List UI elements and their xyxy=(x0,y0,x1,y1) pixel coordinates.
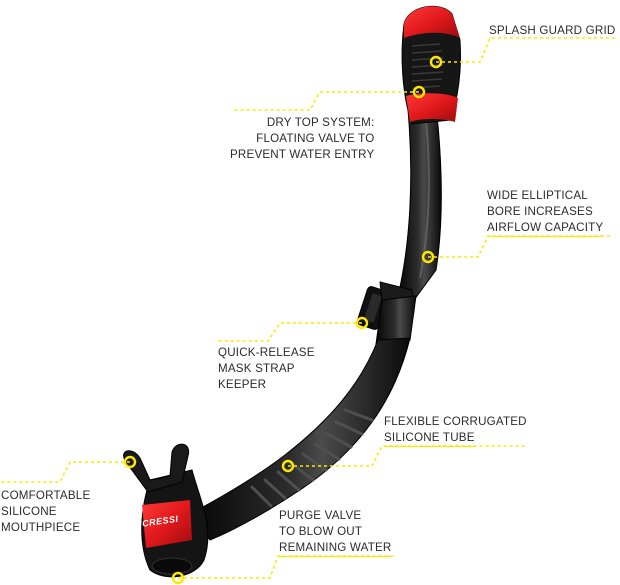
label-line: MASK STRAP xyxy=(218,362,295,375)
label-bore: WIDE ELLIPTICAL BORE INCREASES AIRFLOW C… xyxy=(487,188,604,237)
label-line: SILICONE xyxy=(1,505,57,518)
label-tube: FLEXIBLE CORRUGATED SILICONE TUBE xyxy=(384,414,527,447)
dot-purge xyxy=(171,571,185,585)
label-line: SPLASH GUARD GRID xyxy=(489,24,616,37)
label-line: PREVENT WATER ENTRY xyxy=(230,148,375,161)
dot-mouth xyxy=(123,455,137,469)
leader-bore xyxy=(428,235,610,258)
leader-tube xyxy=(288,445,526,467)
label-line: AIRFLOW CAPACITY xyxy=(487,220,604,237)
callout-dots xyxy=(123,55,443,585)
label-line: MOUTHPIECE xyxy=(1,521,81,534)
label-line: COMFORTABLE xyxy=(1,489,91,502)
dry-top-red-cap xyxy=(404,6,460,38)
callout-leaders xyxy=(0,37,615,579)
label-mouthpiece: COMFORTABLE SILICONE MOUTHPIECE xyxy=(1,488,90,536)
label-line: WIDE ELLIPTICAL xyxy=(487,189,588,202)
splash-guard-grid xyxy=(411,43,444,89)
label-line: QUICK-RELEASE xyxy=(218,346,315,359)
label-strap-keeper: QUICK-RELEASE MASK STRAP KEEPER xyxy=(218,345,315,393)
corrugation-ribs xyxy=(250,408,374,508)
leader-drytop xyxy=(232,91,419,111)
dot-drytop xyxy=(412,85,426,99)
label-line: KEEPER xyxy=(218,378,267,391)
label-line: TO BLOW OUT xyxy=(279,525,363,538)
purge-red-band xyxy=(142,500,192,548)
label-line: REMAINING WATER xyxy=(279,540,392,557)
dot-keeper xyxy=(355,316,369,330)
leader-splash xyxy=(436,37,615,63)
tube-collar xyxy=(375,295,417,345)
dry-top-red-band xyxy=(406,93,458,122)
label-dry-top: DRY TOP SYSTEM: FLOATING VALVE TO PREVEN… xyxy=(230,115,374,163)
label-line: SILICONE TUBE xyxy=(384,430,475,447)
label-line: FLEXIBLE CORRUGATED xyxy=(384,415,527,428)
dot-bore xyxy=(421,250,435,264)
dot-splash xyxy=(429,55,443,69)
label-line: PURGE VALVE xyxy=(279,509,362,522)
purge-valve-opening xyxy=(151,557,193,575)
leader-mouth xyxy=(0,461,130,483)
label-line: BORE INCREASES xyxy=(487,205,593,218)
label-line: DRY TOP SYSTEM: xyxy=(266,116,375,129)
leader-purge xyxy=(178,555,396,579)
mouthpiece xyxy=(123,443,190,493)
label-purge: PURGE VALVE TO BLOW OUT REMAINING WATER xyxy=(279,508,392,557)
label-line: FLOATING VALVE TO xyxy=(256,132,375,145)
flexible-tube xyxy=(189,337,411,541)
upper-tube xyxy=(397,104,442,301)
leader-keeper xyxy=(218,322,362,342)
label-splash-guard: SPLASH GUARD GRID xyxy=(489,23,615,39)
dot-tube xyxy=(281,459,295,473)
